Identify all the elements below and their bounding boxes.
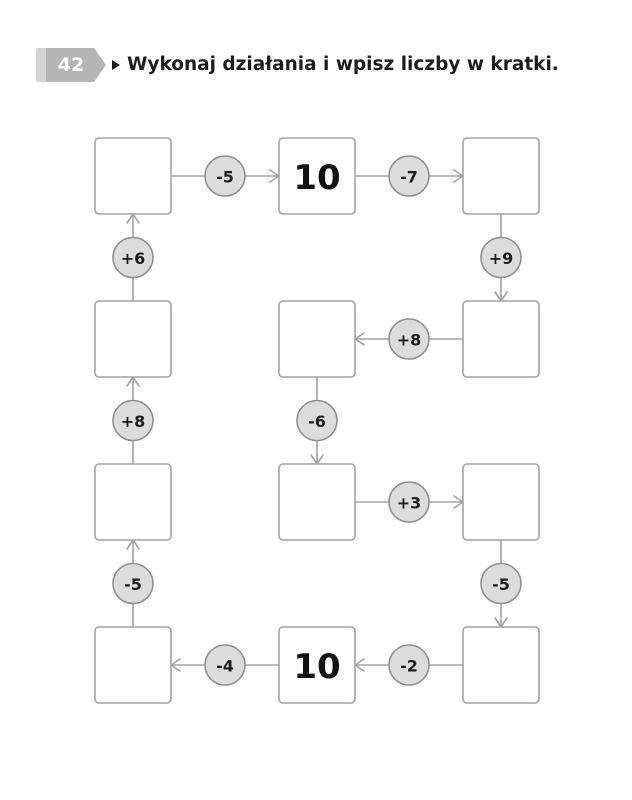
operator-badge: -7: [388, 155, 430, 197]
box-frame: [94, 626, 172, 704]
box-frame: [278, 137, 356, 215]
operator-badge: -4: [204, 644, 246, 686]
operator-circle: [204, 644, 246, 686]
operator-circle: [112, 562, 154, 605]
operator-label: -5: [492, 575, 510, 594]
box-value: 10: [293, 647, 340, 687]
answer-box[interactable]: [94, 626, 172, 704]
operator-badge: -5: [480, 562, 522, 605]
answer-box[interactable]: [462, 626, 540, 704]
box-value: 10: [293, 158, 340, 198]
given-number-box: 10: [278, 137, 356, 215]
operator-circle: [388, 644, 430, 686]
operator-badge: +6: [112, 236, 154, 279]
exercise-badge: 42: [36, 48, 120, 82]
operator-label: +3: [397, 494, 422, 513]
box-frame: [94, 300, 172, 378]
answer-box[interactable]: [278, 463, 356, 541]
operator-label: -5: [124, 575, 142, 594]
answer-box[interactable]: [94, 137, 172, 215]
operator-badge: +9: [480, 236, 522, 279]
operations: -5 -7 +9 +8 -6 +3 -5 -2 -4 -5 +8 +6: [112, 155, 522, 686]
answer-box[interactable]: [462, 463, 540, 541]
box-frame: [278, 626, 356, 704]
operator-label: -6: [308, 412, 326, 431]
box-frame: [462, 463, 540, 541]
operator-label: -5: [216, 168, 234, 187]
operator-circle: [480, 236, 522, 279]
operator-label: +9: [489, 249, 514, 268]
operator-badge: +8: [388, 318, 430, 360]
operator-label: -2: [400, 657, 418, 676]
operator-circle: [296, 399, 338, 442]
box-frame: [462, 137, 540, 215]
operator-badge: +8: [112, 399, 154, 442]
operator-label: +6: [121, 249, 146, 268]
instruction-text: Wykonaj działania i wpisz liczby w kratk…: [127, 54, 559, 75]
operator-badge: -5: [112, 562, 154, 605]
given-number-box: 10: [278, 626, 356, 704]
box-frame: [278, 300, 356, 378]
operator-label: -4: [216, 657, 234, 676]
operator-badge: -5: [204, 155, 246, 197]
operator-badge: -6: [296, 399, 338, 442]
operator-circle: [388, 481, 430, 523]
answer-box[interactable]: [94, 300, 172, 378]
box-frame: [462, 626, 540, 704]
operator-label: -7: [400, 168, 418, 187]
answer-box[interactable]: [94, 463, 172, 541]
exercise-number: 42: [57, 54, 85, 76]
operator-label: +8: [121, 412, 146, 431]
operator-label: +8: [397, 331, 422, 350]
box-frame: [278, 463, 356, 541]
operator-circle: [480, 562, 522, 605]
answer-box[interactable]: [462, 137, 540, 215]
answer-box[interactable]: [278, 300, 356, 378]
operator-circle: [112, 236, 154, 279]
box-frame: [462, 300, 540, 378]
operator-circle: [388, 155, 430, 197]
operator-badge: +3: [388, 481, 430, 523]
operator-circle: [204, 155, 246, 197]
box-frame: [94, 137, 172, 215]
operator-badge: -2: [388, 644, 430, 686]
operator-circle: [112, 399, 154, 442]
answer-boxes: 10 10: [94, 137, 540, 704]
box-frame: [94, 463, 172, 541]
answer-box[interactable]: [462, 300, 540, 378]
operator-circle: [388, 318, 430, 360]
